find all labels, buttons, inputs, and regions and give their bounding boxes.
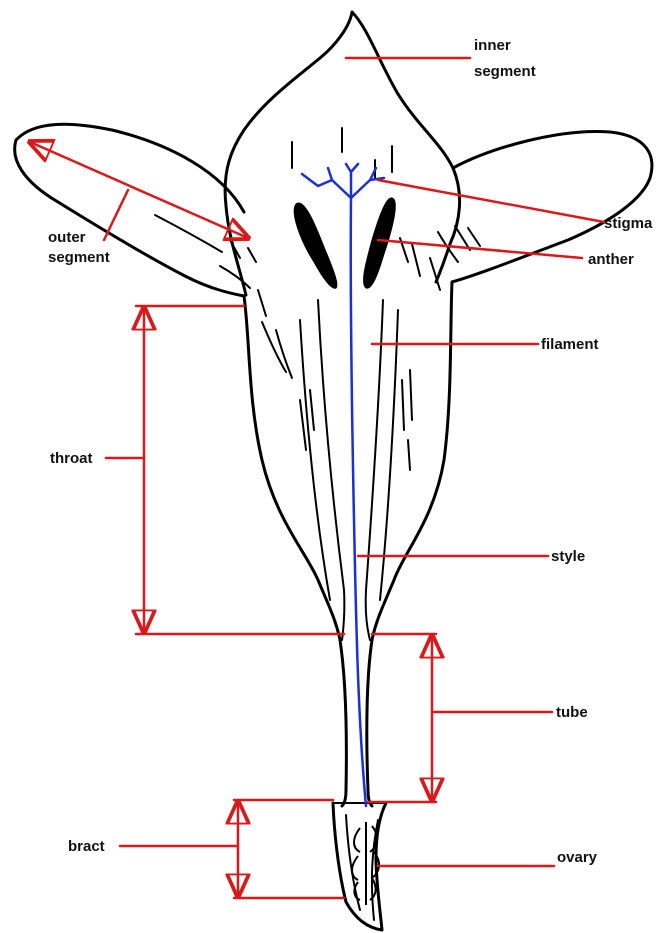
bract-label: bract bbox=[68, 838, 105, 855]
labels: inner segment outer segment stigma anthe… bbox=[48, 37, 653, 866]
outer-segment-arrow bbox=[30, 142, 248, 238]
anther-label: anther bbox=[588, 251, 634, 268]
tube-outline-left bbox=[340, 640, 346, 806]
stigma-branches bbox=[302, 164, 384, 198]
outer-segment-label-line2: segment bbox=[48, 249, 110, 266]
ovary-label: ovary bbox=[557, 849, 598, 866]
inner-segment-label-line1: inner bbox=[474, 37, 511, 54]
filament-and-vein-lines bbox=[155, 128, 480, 640]
left-anther bbox=[294, 203, 337, 288]
style-label: style bbox=[551, 548, 585, 565]
throat-outline-right bbox=[372, 282, 452, 640]
anthers bbox=[294, 198, 395, 288]
inner-segment-petal bbox=[225, 12, 459, 295]
tube-outline-right bbox=[367, 640, 372, 806]
throat-label: throat bbox=[50, 450, 93, 467]
tube-label: tube bbox=[556, 704, 588, 721]
stigma-label: stigma bbox=[604, 215, 653, 232]
stigma-leader bbox=[378, 180, 604, 222]
anther-leader bbox=[378, 240, 582, 258]
throat-outline-left bbox=[244, 296, 340, 640]
right-anther bbox=[364, 198, 396, 288]
outer-segment-label-line1: outer bbox=[48, 229, 86, 246]
style-line bbox=[351, 198, 366, 806]
flower-drawing bbox=[15, 12, 652, 930]
bract-inner-edges bbox=[346, 815, 378, 920]
filament-label: filament bbox=[541, 336, 599, 353]
inner-segment-label-line2: segment bbox=[474, 63, 536, 80]
outer-segment-leader bbox=[104, 190, 128, 240]
